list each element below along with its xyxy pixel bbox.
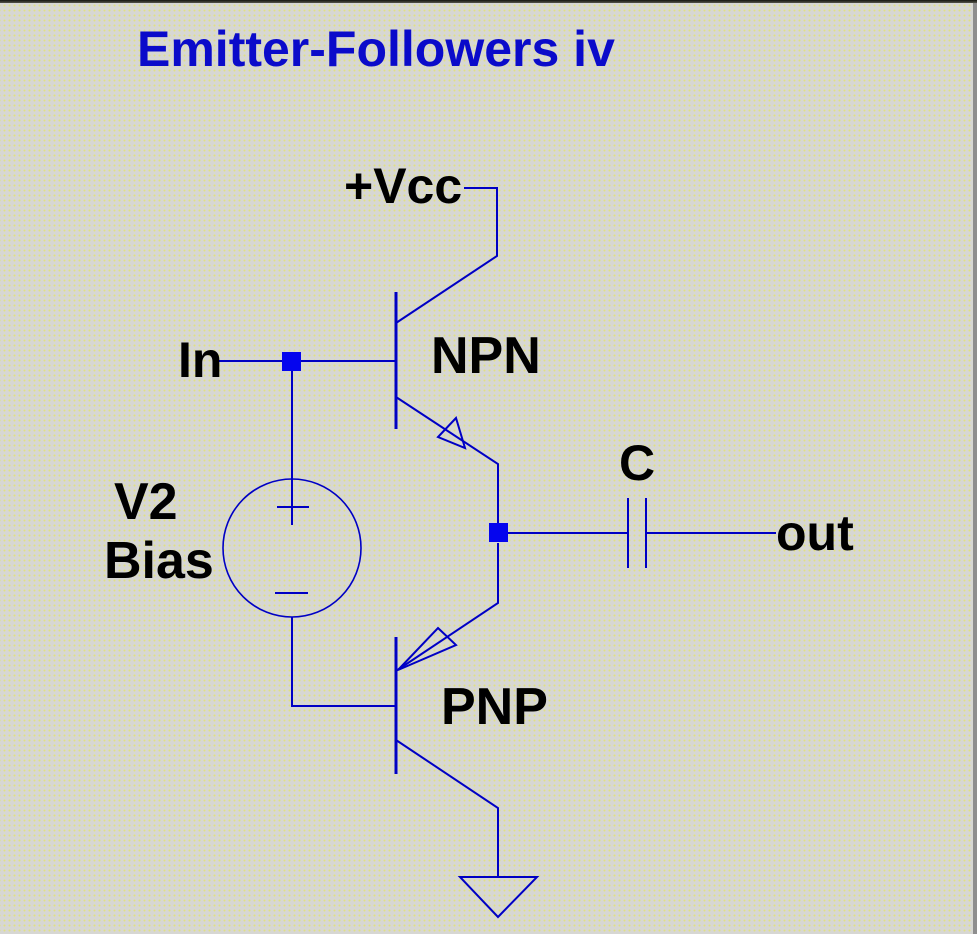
pnp-emitter-arrow-icon — [397, 626, 458, 671]
input-junction-node[interactable] — [282, 352, 301, 371]
net-label-out: out — [776, 505, 854, 561]
net-label-in: In — [178, 332, 223, 388]
pnp-collector-wire — [395, 739, 499, 877]
capacitor-symbol[interactable] — [627, 498, 647, 568]
source-role-label: Bias — [104, 532, 214, 590]
top-window-border — [0, 0, 977, 3]
npn-transistor-symbol[interactable] — [394, 187, 499, 524]
page-title: Emitter-Followers iv — [137, 21, 615, 77]
npn-collector-wire — [395, 187, 498, 324]
v2-source-symbol[interactable] — [222, 371, 362, 706]
pnp-emitter-wire — [395, 543, 499, 672]
source-name-label: V2 — [114, 473, 178, 531]
pnp-transistor-label: PNP — [441, 678, 548, 736]
npn-emitter-wire — [395, 396, 499, 524]
npn-emitter-arrow-icon — [436, 416, 467, 450]
right-window-border — [973, 0, 977, 934]
ground-symbol[interactable] — [457, 876, 540, 919]
output-junction-node[interactable] — [489, 523, 508, 542]
npn-transistor-label: NPN — [431, 327, 541, 385]
capacitor-label: C — [619, 435, 656, 491]
pnp-transistor-symbol[interactable] — [394, 543, 499, 877]
net-label-vcc: +Vcc — [344, 158, 463, 214]
